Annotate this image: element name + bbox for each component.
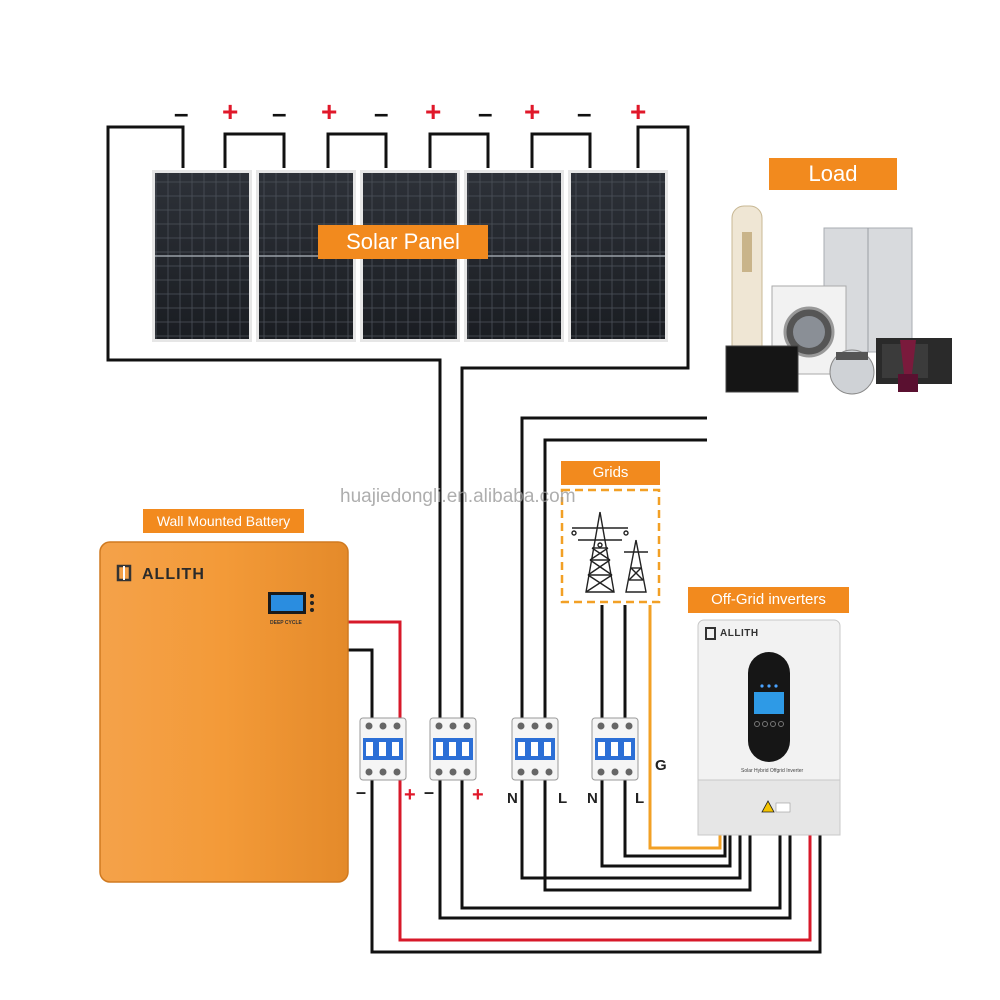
panel2-minus: – — [272, 98, 287, 128]
grid-breaker-l: L — [635, 790, 645, 807]
panel5-plus: + — [630, 96, 647, 127]
panel5-minus: – — [577, 98, 592, 128]
inverter-label: Off-Grid inverters — [688, 587, 849, 613]
inverter-screen — [754, 692, 784, 714]
warning-icon — [761, 800, 775, 813]
load-wires — [520, 416, 707, 725]
inverter-model-text: Solar Hybrid Offgrid Inverter — [741, 768, 804, 774]
inverter — [697, 619, 841, 836]
panel2-plus: + — [321, 96, 338, 127]
panel3-plus: + — [425, 96, 442, 127]
watermark: huajiedongli.en.alibaba.com — [340, 486, 576, 507]
load-breaker-n: N — [507, 790, 518, 807]
grids-label: Grids — [561, 461, 660, 485]
ground-label: G — [655, 757, 667, 774]
breaker-solar[interactable] — [429, 717, 477, 781]
grid-breaker-n: N — [587, 790, 598, 807]
battery-breaker-minus: – — [356, 782, 367, 802]
grid-wires — [600, 605, 722, 850]
solar-panel-label: Solar Panel — [318, 225, 488, 259]
appliances-icon — [725, 205, 952, 395]
load-breaker-l: L — [558, 790, 568, 807]
solar-panel-5 — [568, 170, 668, 342]
battery-breaker-plus: + — [404, 784, 416, 806]
solar-panel-1 — [152, 170, 252, 342]
panel1-plus: + — [222, 96, 239, 127]
panel1-minus: – — [174, 98, 189, 128]
inverter-logo-icon — [705, 627, 716, 640]
panel-series-wires — [106, 125, 690, 725]
battery-wires — [348, 620, 402, 720]
breaker-grid[interactable] — [591, 717, 639, 781]
solar-breaker-plus: + — [472, 784, 484, 806]
battery-brand: ALLITH — [142, 566, 205, 583]
breaker-load[interactable] — [511, 717, 559, 781]
panel4-minus: – — [478, 98, 493, 128]
battery-cycle-text: DEEP CYCLE — [270, 620, 302, 626]
solar-breaker-minus: – — [424, 782, 435, 802]
transmission-towers — [571, 511, 648, 593]
breaker-battery[interactable] — [359, 717, 407, 781]
inverter-brand: ALLITH — [720, 628, 759, 639]
load-label: Load — [769, 158, 897, 190]
inverter-return-wires — [370, 780, 822, 954]
wall-battery-label: Wall Mounted Battery — [143, 509, 304, 533]
wall-battery — [99, 541, 349, 883]
panel3-minus: – — [374, 98, 389, 128]
battery-logo-icon — [116, 564, 132, 582]
panel4-plus: + — [524, 96, 541, 127]
